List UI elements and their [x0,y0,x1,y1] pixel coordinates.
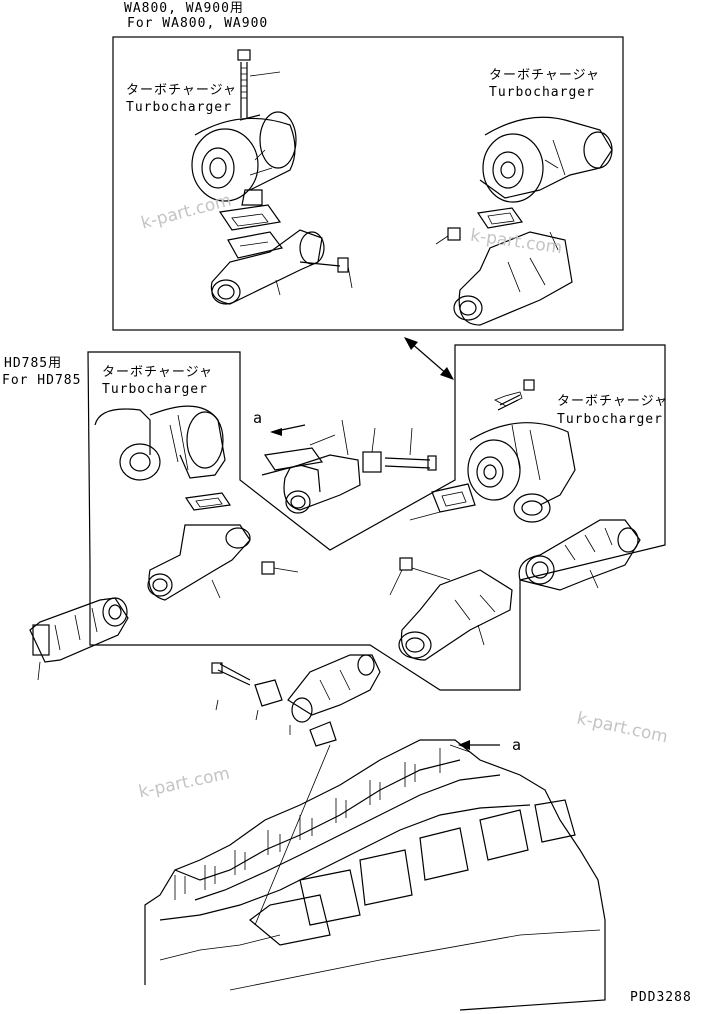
turbo-label-en-2: Turbocharger [489,85,595,100]
wa-model-label-en: For WA800, WA900 [127,16,269,31]
hd-left-turbocharger [94,405,232,511]
hd-right-exhaust-manifold [389,557,513,661]
turbo-label-en-4: Turbocharger [557,412,663,427]
wa-right-turbocharger [479,116,613,203]
hd-center-exhaust-piece [261,419,437,514]
turbo-label-en-3: Turbocharger [102,382,208,397]
interchange-arrow [404,337,454,380]
turbo-label-en-1: Turbocharger [126,100,232,115]
turbo-label-jp-1: ターボチャージャ [126,83,237,98]
wa-left-turbocharger [191,49,297,206]
hd-right-turbocharger [467,379,576,523]
hd-model-label-jp: HD785用 [4,356,63,371]
hd-section-frame [87,344,666,691]
alternate-exhaust-manifold [29,597,129,681]
drawing-code: PDD3288 [630,990,692,1005]
hd-model-label-en: For HD785 [2,373,82,388]
hd-side-exhaust-manifold [518,519,641,591]
engine-block [144,739,606,1011]
turbo-label-jp-2: ターボチャージャ [489,68,600,83]
turbo-label-jp-3: ターボチャージャ [102,365,213,380]
turbo-label-jp-4: ターボチャージャ [557,394,668,409]
hd-left-exhaust-manifold [147,524,299,601]
wa-left-exhaust-manifold [210,204,353,305]
wa-section-frame [112,36,624,331]
wa-right-exhaust-manifold [435,207,573,326]
ref-arrow-a-lower [458,740,500,750]
wa-model-label-jp: WA800, WA900用 [124,1,244,16]
ref-mark-a-upper: a [253,409,264,427]
hd-right-gasket [409,483,476,521]
lower-exhaust-manifold [211,654,381,747]
ref-mark-a-lower: a [512,736,523,754]
